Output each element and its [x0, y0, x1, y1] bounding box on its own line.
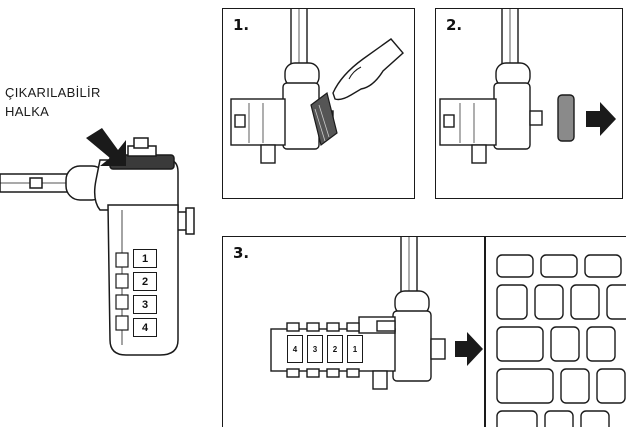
removable-ring: [109, 154, 175, 170]
step-3-label: 3.: [233, 244, 250, 262]
step-1-panel: 1.: [222, 8, 415, 199]
dial-1[interactable]: 1: [133, 249, 157, 268]
step-2-illustration: [439, 9, 616, 164]
dial-step3-4[interactable]: 1: [347, 335, 363, 363]
main-lock-dials: 1 2 3 4: [133, 249, 157, 337]
step-2-panel: 2.: [435, 8, 623, 199]
dial-2[interactable]: 2: [133, 272, 157, 291]
removable-ring-label-line2: HALKA: [5, 104, 50, 119]
lock-pin: [175, 211, 189, 231]
arrow-right-icon: [586, 102, 616, 136]
cable: [0, 173, 83, 193]
step-3-panel: 3.: [222, 236, 626, 427]
dial-4[interactable]: 4: [133, 318, 157, 337]
dial-step3-1[interactable]: 4: [287, 335, 303, 363]
pointer-arrow: [86, 128, 126, 166]
laptop-keyboard: [496, 254, 626, 427]
cable-collar: [65, 165, 107, 201]
arrow-right-icon: [455, 332, 483, 366]
dial-3[interactable]: 3: [133, 295, 157, 314]
lock-head: [93, 159, 179, 211]
step-1-label: 1.: [233, 16, 250, 34]
hand-icon: [332, 38, 404, 101]
step-3-dials: 4 3 2 1: [287, 335, 363, 363]
dial-step3-3[interactable]: 2: [327, 335, 343, 363]
removable-ring-label: ÇIKARILABİLİR HALKA: [5, 83, 101, 121]
ring-being-removed: [310, 91, 338, 147]
dial-step3-2[interactable]: 3: [307, 335, 323, 363]
step-3-illustration: [270, 237, 626, 427]
step-1-illustration: [230, 9, 404, 164]
removed-ring: [557, 94, 575, 142]
removable-ring-label-line1: ÇIKARILABİLİR: [5, 85, 101, 100]
step-2-label: 2.: [446, 16, 463, 34]
